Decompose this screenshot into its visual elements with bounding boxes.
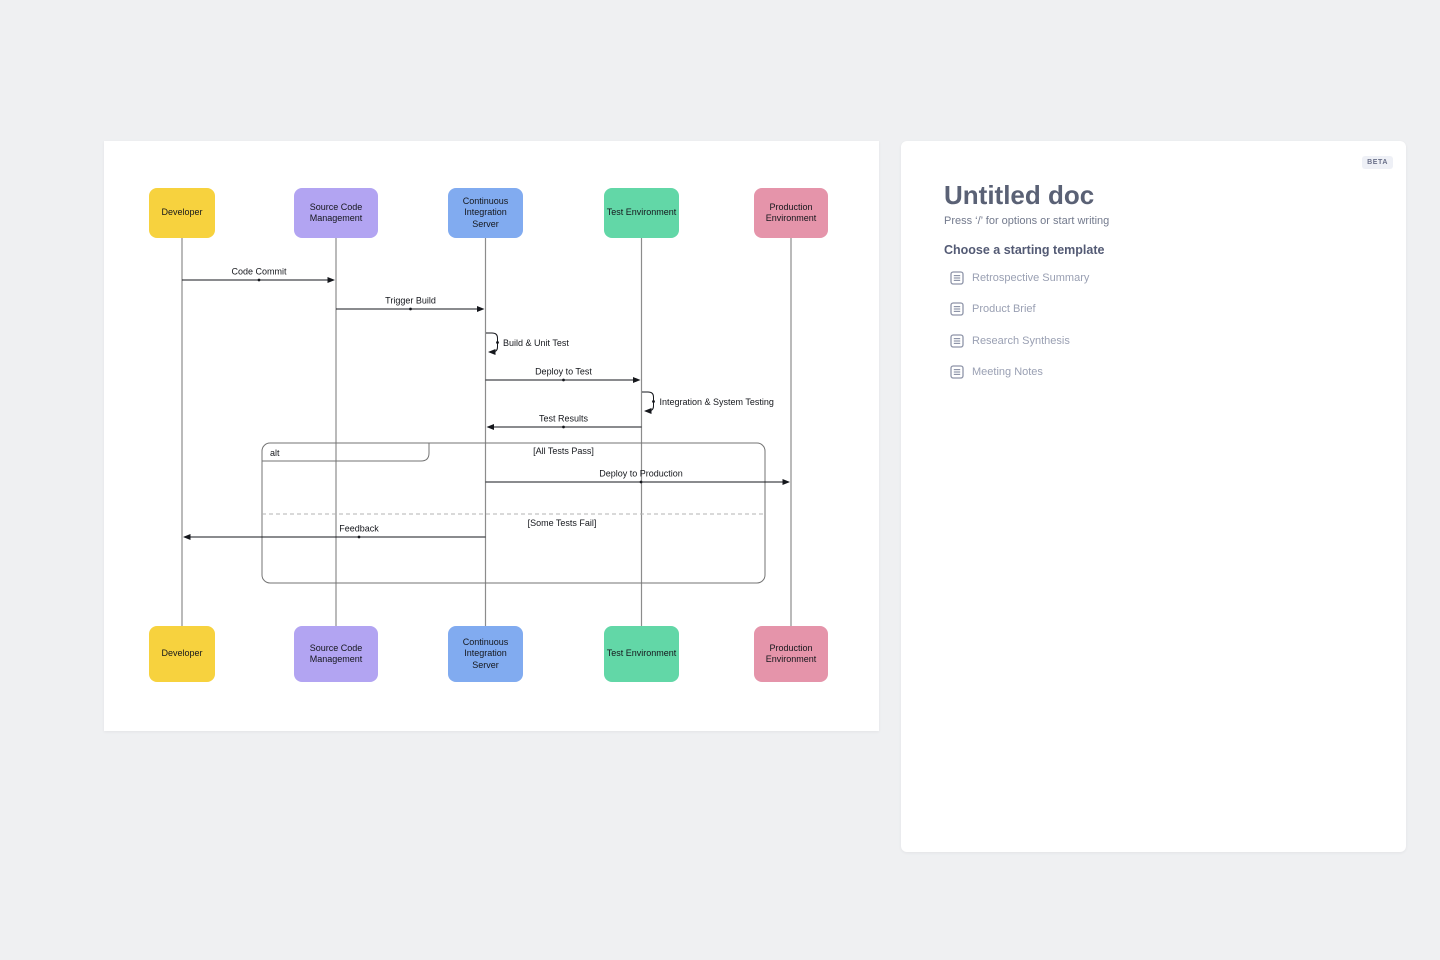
template-item-retrospective-summary[interactable]: Retrospective Summary [950, 267, 1089, 289]
actor-source-code-management-top[interactable]: Source Code Management [294, 188, 378, 238]
template-item-label: Meeting Notes [972, 366, 1043, 378]
message-midpoint-dot [562, 378, 565, 382]
message-label: Deploy to Production [599, 469, 683, 479]
doc-panel[interactable]: BETA Untitled doc Press ‘/’ for options … [901, 141, 1406, 852]
actor-developer-bottom[interactable]: Developer [149, 626, 215, 682]
message-midpoint-dot [562, 425, 565, 429]
alt-label-compartment [262, 443, 430, 462]
actor-production-environment-bottom[interactable]: Production Environment [754, 626, 828, 682]
message-code-commit[interactable]: Code Commit [182, 267, 335, 283]
message-label: Deploy to Test [535, 367, 592, 377]
actor-label: Test Environment [606, 207, 677, 218]
actor-test-environment-bottom[interactable]: Test Environment [604, 626, 679, 682]
alt-condition-fail: [Some Tests Fail] [528, 518, 597, 528]
actor-label: Source Code Management [309, 201, 363, 223]
message-midpoint-dot [409, 307, 412, 311]
template-item-research-synthesis[interactable]: Research Synthesis [950, 330, 1070, 352]
message-deploy-to-production[interactable]: Deploy to Production [485, 469, 790, 485]
document-icon [950, 302, 964, 316]
message-label: Build & Unit Test [503, 338, 569, 348]
message-label: Test Results [539, 414, 589, 424]
alt-condition-pass: [All Tests Pass] [533, 446, 594, 456]
beta-badge: BETA [1362, 156, 1393, 169]
message-midpoint-dot [496, 341, 499, 344]
actor-ci-server-top[interactable]: Continuous Integration Server [448, 188, 523, 238]
actor-label: Developer [161, 207, 203, 218]
alt-frame-border[interactable] [261, 442, 766, 584]
templates-heading: Choose a starting template [944, 243, 1105, 257]
template-item-label: Research Synthesis [972, 335, 1070, 347]
actor-label: Source Code Management [309, 642, 363, 664]
actor-label: Continuous Integration Server [462, 637, 509, 670]
message-feedback[interactable]: Feedback [183, 524, 486, 540]
message-integration-system-testing[interactable]: Integration & System Testing [642, 391, 774, 414]
message-midpoint-dot [639, 480, 643, 484]
actor-label: Production Environment [765, 201, 817, 223]
actor-production-environment-top[interactable]: Production Environment [754, 188, 828, 238]
actor-source-code-management-bottom[interactable]: Source Code Management [294, 626, 378, 682]
template-item-label: Retrospective Summary [972, 272, 1090, 284]
actor-label: Developer [161, 648, 203, 659]
template-item-product-brief[interactable]: Product Brief [950, 298, 1036, 320]
sequence-diagram: alt [All Tests Pass] [Some Tests Fail] C… [181, 238, 792, 626]
whiteboard-canvas[interactable]: alt [All Tests Pass] [Some Tests Fail] C… [104, 141, 879, 731]
message-midpoint-dot [257, 278, 261, 282]
message-midpoint-dot [652, 400, 655, 403]
document-icon [950, 334, 964, 348]
message-label: Integration & System Testing [660, 397, 774, 407]
actor-label: Test Environment [606, 648, 677, 659]
message-label: Feedback [339, 524, 379, 534]
message-deploy-to-test[interactable]: Deploy to Test [485, 367, 641, 383]
alt-frame[interactable] [261, 442, 766, 584]
lifelines [181, 238, 792, 626]
alt-operator-label: alt [270, 448, 280, 458]
document-icon [950, 271, 964, 285]
template-item-label: Product Brief [972, 303, 1036, 315]
message-trigger-build[interactable]: Trigger Build [336, 296, 485, 312]
doc-title[interactable]: Untitled doc [944, 180, 1095, 210]
actor-test-environment-top[interactable]: Test Environment [604, 188, 679, 238]
doc-editor-placeholder[interactable]: Press ‘/’ for options or start writing [944, 215, 1110, 227]
message-label: Code Commit [231, 267, 287, 277]
template-item-meeting-notes[interactable]: Meeting Notes [950, 361, 1043, 383]
message-midpoint-dot [357, 535, 361, 539]
actor-developer-top[interactable]: Developer [149, 188, 215, 238]
message-test-results[interactable]: Test Results [486, 414, 642, 430]
document-icon [950, 365, 964, 379]
actor-ci-server-bottom[interactable]: Continuous Integration Server [448, 626, 523, 682]
message-label: Trigger Build [385, 296, 436, 306]
message-build-unit-test[interactable]: Build & Unit Test [486, 332, 569, 355]
actor-label: Production Environment [765, 642, 817, 664]
actor-label: Continuous Integration Server [462, 196, 509, 229]
